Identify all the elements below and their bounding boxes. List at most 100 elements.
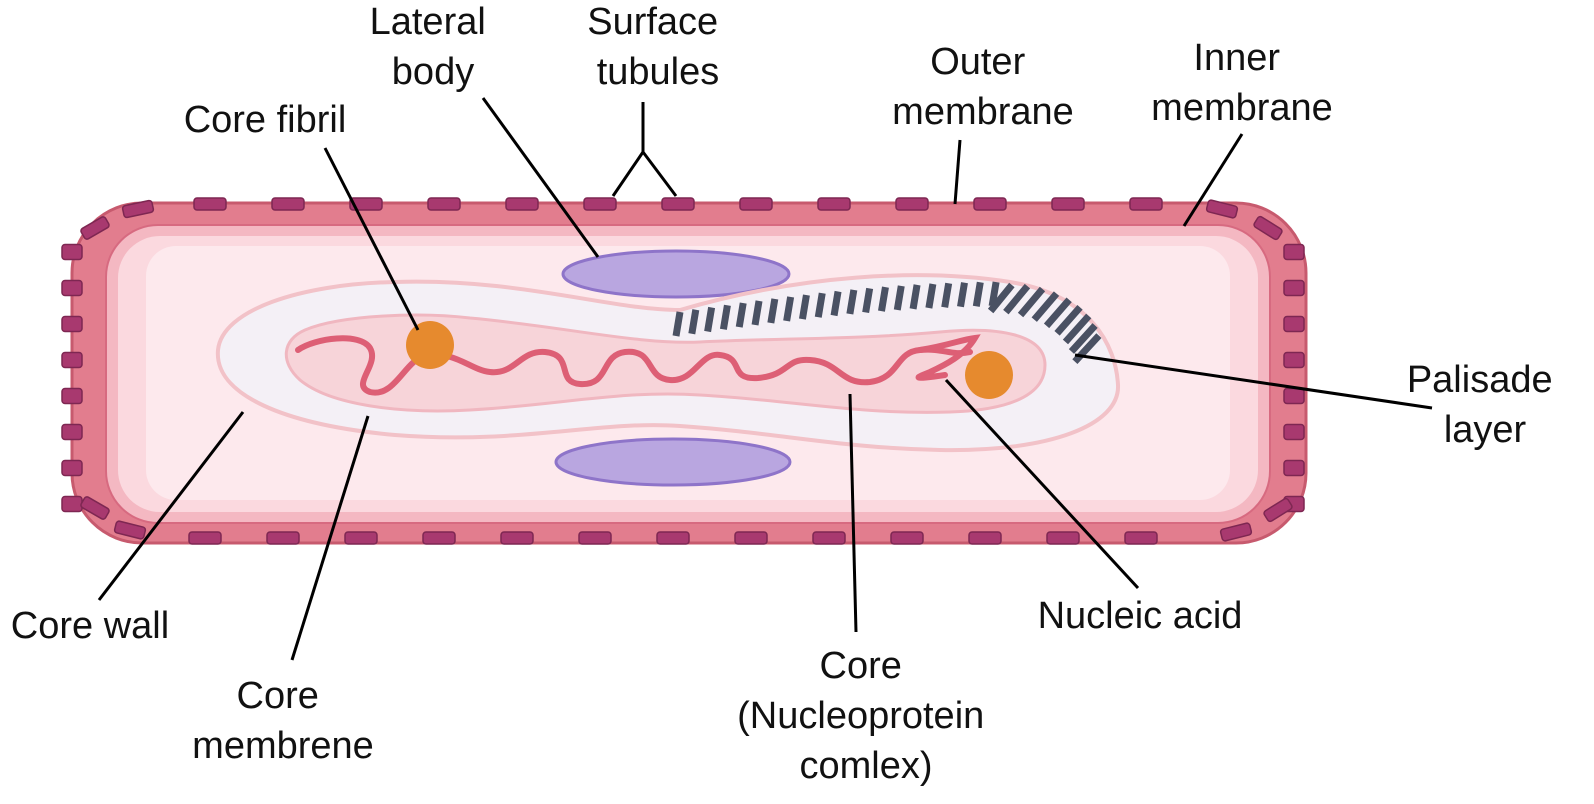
surface-tubule-stud xyxy=(271,197,305,211)
surface-tubule-stud xyxy=(1283,243,1305,261)
palisade-stripe xyxy=(846,289,858,315)
surface-tubule-stud xyxy=(61,387,83,405)
surface-tubule-stud xyxy=(1263,497,1293,523)
label-nucleic-acid: Nucleic acid xyxy=(1038,595,1243,637)
surface-tubule-stud xyxy=(973,197,1007,211)
label-surface-tubules: Surface tubules xyxy=(587,1,729,93)
palisade-stripe xyxy=(1017,286,1046,318)
surface-tubule-stud xyxy=(578,531,612,545)
label-core-membrene: Core membrene xyxy=(192,675,374,767)
leader-inner-membrane xyxy=(1182,133,1244,227)
leader-surface-tubules-branch xyxy=(641,151,678,197)
surface-tubule-stud xyxy=(661,197,695,211)
palisade-stripe xyxy=(704,306,716,333)
surface-tubule-stud xyxy=(1051,197,1085,211)
surface-tubule-stud xyxy=(121,199,155,219)
surface-tubule-stud xyxy=(349,197,383,211)
surface-tubule-stud xyxy=(61,243,83,261)
surface-tubule-stud xyxy=(188,531,222,545)
palisade-stripe xyxy=(988,281,1000,307)
palisade-stripe xyxy=(672,311,684,337)
leader-lines xyxy=(97,97,1433,661)
palisade-stripe xyxy=(1072,333,1102,364)
surface-tubule-stud xyxy=(344,531,378,545)
surface-tubule-stud xyxy=(61,315,83,333)
palisade-stripe xyxy=(767,298,779,324)
palisade-stripe xyxy=(783,296,795,322)
surface-tubule-stud xyxy=(193,197,227,211)
surface-tubule-stud xyxy=(1124,531,1158,545)
surface-tubule-stud xyxy=(583,197,617,211)
label-lateral-body: Lateral body xyxy=(370,1,497,93)
surface-tubule-stud xyxy=(61,495,83,513)
surface-tubule-stud xyxy=(422,531,456,545)
palisade-stripe xyxy=(862,287,874,314)
surface-tubule-stud xyxy=(1253,215,1283,241)
label-core-wall: Core wall xyxy=(11,605,169,647)
surface-tubule-stud xyxy=(1283,279,1305,297)
leader-core-membrene xyxy=(290,415,370,661)
surface-tubule-stud xyxy=(500,531,534,545)
surface-tubule-stud xyxy=(817,197,851,211)
surface-tubule-stud xyxy=(656,531,690,545)
surface-tubule-stud xyxy=(1219,522,1253,542)
palisade-stripe xyxy=(878,286,889,312)
palisade-stripe xyxy=(735,302,747,328)
surface-tubule-stud xyxy=(812,531,846,545)
label-inner-membrane: Inner membrane xyxy=(1151,37,1333,129)
palisade-stripe xyxy=(1062,313,1092,345)
label-core: Core (Nucleoprotein comlex) xyxy=(737,645,995,787)
palisade-stripe xyxy=(1043,297,1072,329)
palisade-stripe xyxy=(893,285,905,311)
palisade-stripe xyxy=(814,292,826,318)
palisade-stripe xyxy=(688,309,700,335)
surface-tubule-stud xyxy=(61,351,83,369)
surface-tubule-stud xyxy=(1205,199,1239,219)
leader-outer-membrane xyxy=(953,139,962,205)
palisade-stripe xyxy=(1068,323,1098,354)
label-core-fibril: Core fibril xyxy=(184,99,347,141)
surface-tubule-stud xyxy=(890,531,924,545)
palisade-stripe xyxy=(987,282,1015,314)
leader-core-wall xyxy=(97,411,245,601)
surface-tubule-stud xyxy=(1283,387,1305,405)
surface-tubule-stud xyxy=(1046,531,1080,545)
surface-tubule-stud xyxy=(1129,197,1163,211)
surface-tubule-stud xyxy=(968,531,1002,545)
surface-tubule-stud xyxy=(80,496,110,520)
label-outer-membrane: Outer membrane xyxy=(892,41,1074,133)
palisade-stripe xyxy=(1054,304,1083,336)
surface-tubule-stud xyxy=(1283,351,1305,369)
label-palisade-layer: Palisade layer xyxy=(1407,359,1563,451)
palisade-stripe xyxy=(925,283,937,309)
lateral-body-top xyxy=(561,249,791,299)
palisade-stripe xyxy=(909,284,921,310)
surface-tubule-stud xyxy=(505,197,539,211)
leader-palisade-layer xyxy=(1074,353,1433,410)
nucleic-acid-hook xyxy=(915,334,981,381)
surface-tubule-stud xyxy=(80,216,110,240)
virion xyxy=(61,197,1308,545)
leader-nucleic-acid xyxy=(944,378,1140,590)
leader-surface-tubules xyxy=(611,102,645,197)
labels: Lateral body Surface tubules Outer membr… xyxy=(11,1,1563,787)
surface-tubule-stud xyxy=(1283,459,1305,477)
surface-tubule-stud xyxy=(1283,315,1305,333)
surface-tubule-stud xyxy=(61,459,83,477)
surface-tubule-stud xyxy=(1283,423,1305,441)
surface-tubule-stud xyxy=(61,279,83,297)
palisade-stripe xyxy=(751,300,763,326)
nucleic-acid xyxy=(295,335,973,396)
palisade-stripe xyxy=(719,304,731,330)
palisade-stripe xyxy=(957,282,968,308)
core-membrane xyxy=(284,313,1047,414)
surface-tubule-stud xyxy=(266,531,300,545)
palisade-stripe xyxy=(798,294,810,320)
core-fibril-right xyxy=(965,351,1013,399)
surface-tubule-stud xyxy=(113,520,147,540)
surface-tubule-stud xyxy=(734,531,768,545)
surface-tubules-studs xyxy=(61,197,1305,545)
leader-core-fibril xyxy=(323,147,420,331)
leader-lateral-body xyxy=(481,97,600,258)
